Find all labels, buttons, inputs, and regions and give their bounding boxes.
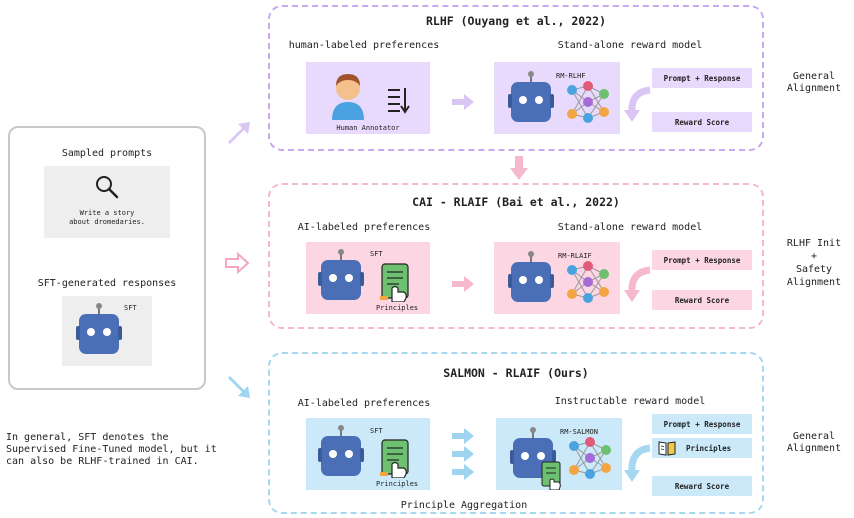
rlhf-right-subtitle: Stand-alone reward model <box>557 40 703 51</box>
salmon-left-subtitle: AI-labeled preferences <box>297 398 431 409</box>
cai-title: CAI - RLAIF (Bai et al., 2022) <box>412 195 620 209</box>
cai-principles-doc-icon <box>378 262 412 306</box>
sft-responses-title: SFT-generated responses <box>37 278 177 289</box>
salmon-side-line1: General <box>792 431 836 442</box>
cai-left-subtitle: AI-labeled preferences <box>297 222 431 233</box>
human-annotator-label: Human Annotator <box>336 124 400 132</box>
arrow-to-rlhf <box>226 120 252 150</box>
salmon-rm-label: RM-SALMON <box>560 428 598 436</box>
sft-robot-icon <box>76 302 122 364</box>
sampled-prompts-title: Sampled prompts <box>61 148 153 159</box>
note-line2: Supervised Fine-Tuned model, but it <box>6 444 217 455</box>
note-line1: In general, SFT denotes the <box>6 432 169 443</box>
salmon-principles-label: Principles <box>376 480 419 488</box>
salmon-robot-icon <box>318 424 364 486</box>
cai-reward-score-pill: Reward Score <box>652 290 752 310</box>
rlhf-inner-arrow <box>452 94 474 114</box>
cai-sft-label: SFT <box>370 250 383 258</box>
rlhf-robot-icon <box>508 70 554 132</box>
cai-rm-label: RM-RLAIF <box>558 252 592 260</box>
cai-panel <box>268 183 764 329</box>
cai-side-line3: Safety <box>795 264 833 275</box>
principle-aggregation-label: Principle Aggregation <box>400 500 528 511</box>
cai-network-icon <box>566 260 610 310</box>
book-icon <box>658 440 676 460</box>
salmon-triple-arrow <box>452 428 474 484</box>
salmon-right-subtitle: Instructable reward model <box>554 396 706 407</box>
human-annotator-icon <box>326 68 370 126</box>
cai-side-line4: Alignment <box>786 277 842 288</box>
rlhf-side-line2: Alignment <box>786 83 842 94</box>
salmon-panel <box>268 352 764 514</box>
salmon-principles-pill-label: Principles <box>686 444 732 453</box>
salmon-curved-arrow <box>624 444 654 486</box>
arrow-to-salmon <box>226 374 252 404</box>
salmon-network-icon <box>568 436 612 486</box>
salmon-prompt-response-pill: Prompt + Response <box>652 414 752 434</box>
rlhf-curved-arrow <box>624 86 654 126</box>
cai-side-line1: RLHF Init <box>786 238 842 249</box>
cai-inner-arrow <box>452 276 474 296</box>
cai-side-line2: + <box>810 251 818 262</box>
arrow-to-cai <box>224 251 250 278</box>
rlhf-annotator-card <box>306 62 430 134</box>
cai-principles-label: Principles <box>376 304 419 312</box>
rlhf-left-subtitle: human-labeled preferences <box>288 40 440 51</box>
salmon-title: SALMON - RLAIF (Ours) <box>443 366 589 380</box>
salmon-side-line2: Alignment <box>786 443 842 454</box>
ranking-list-icon <box>386 86 410 118</box>
sft-label: SFT <box>124 304 137 312</box>
rlhf-rm-label: RM-RLHF <box>556 72 586 80</box>
prompt-text-line1: Write a story <box>79 209 135 217</box>
inputs-panel <box>8 126 206 390</box>
cai-robot-icon <box>318 248 364 310</box>
rlhf-prompt-response-pill: Prompt + Response <box>652 68 752 88</box>
rlhf-reward-score-pill: Reward Score <box>652 112 752 132</box>
rlhf-side-line1: General <box>792 71 836 82</box>
salmon-reward-score-pill: Reward Score <box>652 476 752 496</box>
cai-prompt-response-pill: Prompt + Response <box>652 250 752 270</box>
cai-right-subtitle: Stand-alone reward model <box>557 222 703 233</box>
rlhf-panel <box>268 5 764 151</box>
arrow-rlhf-to-cai <box>510 156 528 184</box>
cai-rm-robot-icon <box>508 250 554 312</box>
note-line3: can also be RLHF-trained in CAI. <box>6 456 199 467</box>
salmon-principles-doc-icon <box>378 438 412 482</box>
rlhf-network-icon <box>566 80 610 130</box>
cai-curved-arrow <box>624 266 654 306</box>
magnifier-icon <box>94 174 120 204</box>
salmon-principles-pill <box>652 438 752 458</box>
salmon-rm-doc-icon <box>540 460 564 494</box>
rlhf-title: RLHF (Ouyang et al., 2022) <box>425 14 606 28</box>
salmon-sft-label: SFT <box>370 427 383 435</box>
prompt-text-line2: about dromedaries. <box>69 218 145 226</box>
